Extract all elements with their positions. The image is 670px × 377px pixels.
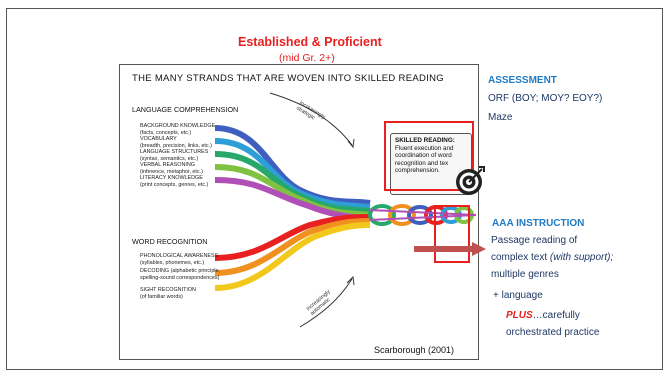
mid-grade-label: (mid Gr. 2+)	[279, 52, 335, 64]
assessment-line-2: Maze	[488, 112, 513, 123]
strand-decoding: DECODING (alphabetic principle, spelling…	[140, 268, 221, 281]
instruction-practice-line: orchestrated practice	[506, 327, 600, 338]
instruction-line-1: Passage reading of	[491, 235, 578, 246]
skilled-reading-highlight-box	[384, 121, 474, 191]
instruction-line-3: multiple genres	[491, 269, 559, 280]
citation: Scarborough (2001)	[374, 345, 455, 355]
instruction-language: + language	[493, 290, 543, 301]
strand-sight-recognition: SIGHT RECOGNITION (of familiar words)	[140, 287, 196, 300]
strand-literacy-knowledge: LITERACY KNOWLEDGE (print concepts, genr…	[140, 175, 209, 188]
rope-end-highlight-box	[434, 205, 470, 263]
assessment-heading: ASSESSMENT	[488, 75, 557, 86]
strand-vocabulary: VOCABULARY (breadth, precision, links, e…	[140, 136, 212, 149]
slide: THE MANY STRANDS THAT ARE WOVEN INTO SKI…	[6, 8, 663, 370]
established-proficient-label: Established & Proficient	[238, 35, 382, 49]
strand-background-knowledge: BACKGROUND KNOWLEDGE (facts, concepts, e…	[140, 123, 216, 136]
language-comprehension-heading: LANGUAGE COMPREHENSION	[132, 105, 239, 114]
arrow-right-icon	[414, 242, 486, 256]
strand-language-structures: LANGUAGE STRUCTURES (syntax, semantics, …	[140, 149, 209, 162]
reading-rope-graphic	[214, 92, 477, 328]
target-icon	[456, 166, 485, 195]
assessment-line-1: ORF (BOY; MOY? EOY?)	[488, 93, 603, 104]
word-recognition-heading: WORD RECOGNITION	[132, 237, 208, 246]
strand-phonological-awareness: PHONOLOGICAL AWARENESS (syllables, phone…	[140, 253, 219, 266]
figure-title: THE MANY STRANDS THAT ARE WOVEN INTO SKI…	[132, 73, 444, 84]
scarborough-rope-figure: THE MANY STRANDS THAT ARE WOVEN INTO SKI…	[119, 64, 479, 360]
instruction-line-2: complex text (with support);	[491, 252, 614, 263]
instruction-heading: AAA INSTRUCTION	[492, 218, 585, 229]
strand-verbal-reasoning: VERBAL REASONING (inference, metaphor, e…	[140, 162, 203, 175]
instruction-plus-line: PLUS…carefully	[506, 310, 580, 321]
